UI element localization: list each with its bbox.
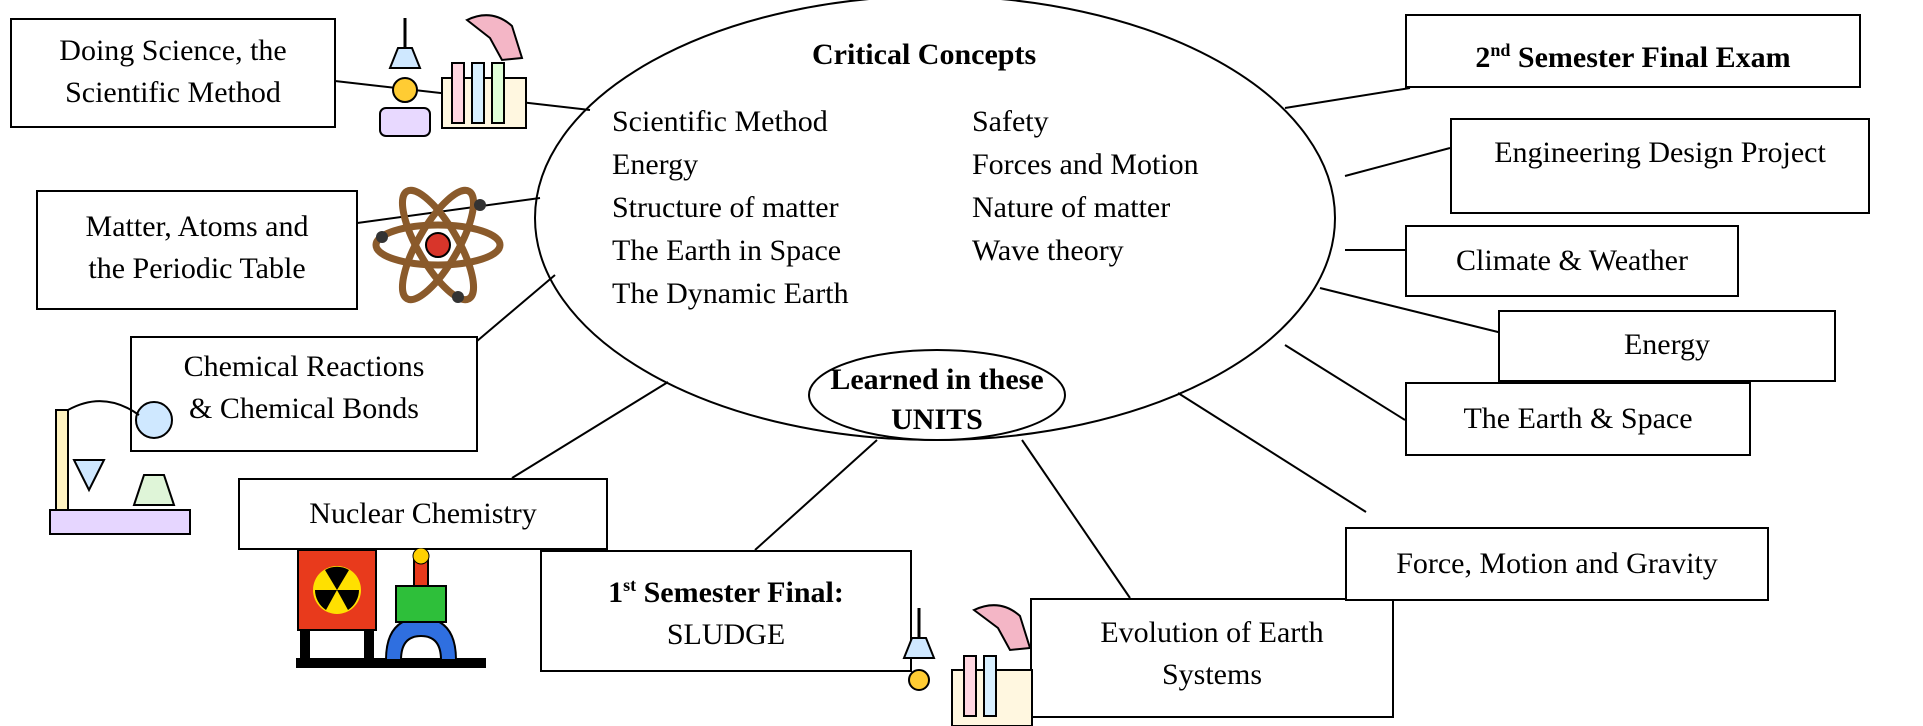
critical-concepts-title: Critical Concepts [812, 38, 1037, 71]
connector-first-semester [754, 439, 878, 551]
units-label-line1: Learned in these [830, 363, 1044, 396]
connector-force-motion [1177, 392, 1367, 513]
concept-item: Wave theory [972, 234, 1124, 267]
unit-line: Doing Science, the [59, 34, 287, 67]
unit-force-motion: Force, Motion and Gravity [1345, 527, 1769, 601]
atom-clipart [372, 186, 504, 304]
connector-second-semester [1284, 87, 1411, 109]
radiation-clipart [296, 548, 486, 668]
unit-line: Scientific Method [65, 76, 281, 109]
unit-second-semester-final: 2nd Semester Final Exam [1405, 14, 1861, 88]
concept-item: Structure of matter [612, 191, 839, 224]
unit-line: Chemical Reactions [183, 350, 425, 383]
unit-line: Evolution of Earth [1100, 616, 1324, 649]
concept-item: Nature of matter [972, 191, 1171, 224]
connector-nuclear-chemistry [511, 381, 669, 479]
distillation-clipart [49, 400, 191, 535]
connector-chemical-reactions [469, 274, 556, 348]
unit-evolution-earth: Evolution of Earth Systems [1030, 598, 1394, 718]
unit-line: the Periodic Table [88, 252, 306, 285]
unit-energy: Energy [1498, 310, 1836, 382]
concept-item: Safety [972, 105, 1049, 138]
unit-first-semester-final: 1st Semester Final: SLUDGE [540, 550, 912, 672]
lab-equipment-clipart-bottom [902, 604, 1033, 726]
concept-item: Scientific Method [612, 105, 828, 138]
unit-earth-space: The Earth & Space [1405, 382, 1751, 456]
unit-line: SLUDGE [666, 618, 786, 651]
connector-matter-atoms [349, 197, 541, 225]
unit-chemical-reactions: Chemical Reactions & Chemical Bonds [130, 336, 478, 452]
connector-earth-space [1284, 344, 1406, 421]
unit-nuclear-chemistry: Nuclear Chemistry [238, 478, 608, 550]
connector-engineering-design [1344, 147, 1451, 177]
unit-climate-weather: Climate & Weather [1405, 225, 1739, 297]
unit-line: Systems [1161, 658, 1263, 691]
unit-doing-science: Doing Science, the Scientific Method [10, 18, 336, 128]
concept-item: The Dynamic Earth [612, 277, 849, 310]
unit-line: Matter, Atoms and [85, 210, 309, 243]
first-semester-title: 1st Semester Final: [608, 575, 844, 609]
connector-evolution-earth [1021, 439, 1131, 599]
concepts-left-list: Scientific Method Energy Structure of ma… [612, 100, 849, 315]
units-label: Learned in these UNITS [810, 360, 1064, 440]
concept-item: Forces and Motion [972, 148, 1199, 181]
lab-equipment-clipart-top [379, 14, 527, 137]
concepts-right-list: Safety Forces and Motion Nature of matte… [972, 100, 1199, 272]
connector-energy [1319, 287, 1503, 334]
units-ellipse [808, 349, 1066, 441]
unit-line: & Chemical Bonds [189, 392, 419, 425]
units-label-line2: UNITS [891, 403, 983, 436]
concept-item: The Earth in Space [612, 234, 842, 267]
concept-item: Energy [612, 148, 699, 181]
unit-matter-atoms: Matter, Atoms and the Periodic Table [36, 190, 358, 310]
unit-engineering-design: Engineering Design Project [1450, 118, 1870, 214]
